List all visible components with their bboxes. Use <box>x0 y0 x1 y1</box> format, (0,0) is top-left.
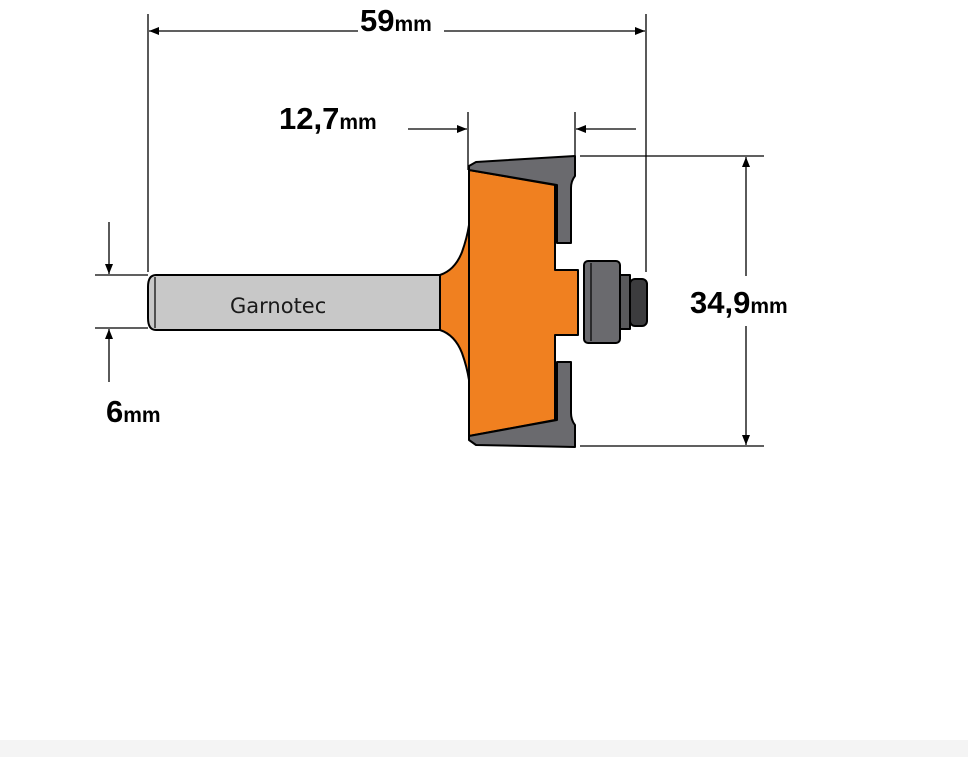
shank <box>147 274 441 331</box>
carbide-insert-top <box>468 155 576 244</box>
overall-length-value: 59 <box>360 3 394 38</box>
overall-length-label: 59mm <box>360 3 432 38</box>
dimension-cutting-diameter <box>580 155 764 447</box>
bearing-inner <box>619 274 631 330</box>
bearing-screw-head <box>629 278 648 327</box>
cutting-height-unit: mm <box>339 111 376 134</box>
cutting-diameter-unit: mm <box>750 295 787 318</box>
carbide-insert-bottom <box>468 361 576 448</box>
shank-diameter-unit: mm <box>123 404 160 427</box>
shank-diameter-value: 6 <box>106 394 123 429</box>
cutting-diameter-value: 34,9 <box>690 285 750 320</box>
cutting-height-label: 12,7mm <box>279 101 377 136</box>
dimension-shank-diameter <box>95 222 148 382</box>
bottom-strip <box>0 740 968 757</box>
dimension-overall-length <box>147 14 647 272</box>
brand-label: Garnotec <box>230 294 326 318</box>
cutting-height-value: 12,7 <box>279 101 339 136</box>
bearing-ring <box>583 260 621 344</box>
neck <box>439 224 470 381</box>
shank-diameter-label: 6mm <box>106 394 161 429</box>
cutting-diameter-label: 34,9mm <box>690 285 788 320</box>
overall-length-unit: mm <box>394 13 431 36</box>
router-bit <box>147 155 648 448</box>
dimension-cutting-height <box>408 112 636 170</box>
